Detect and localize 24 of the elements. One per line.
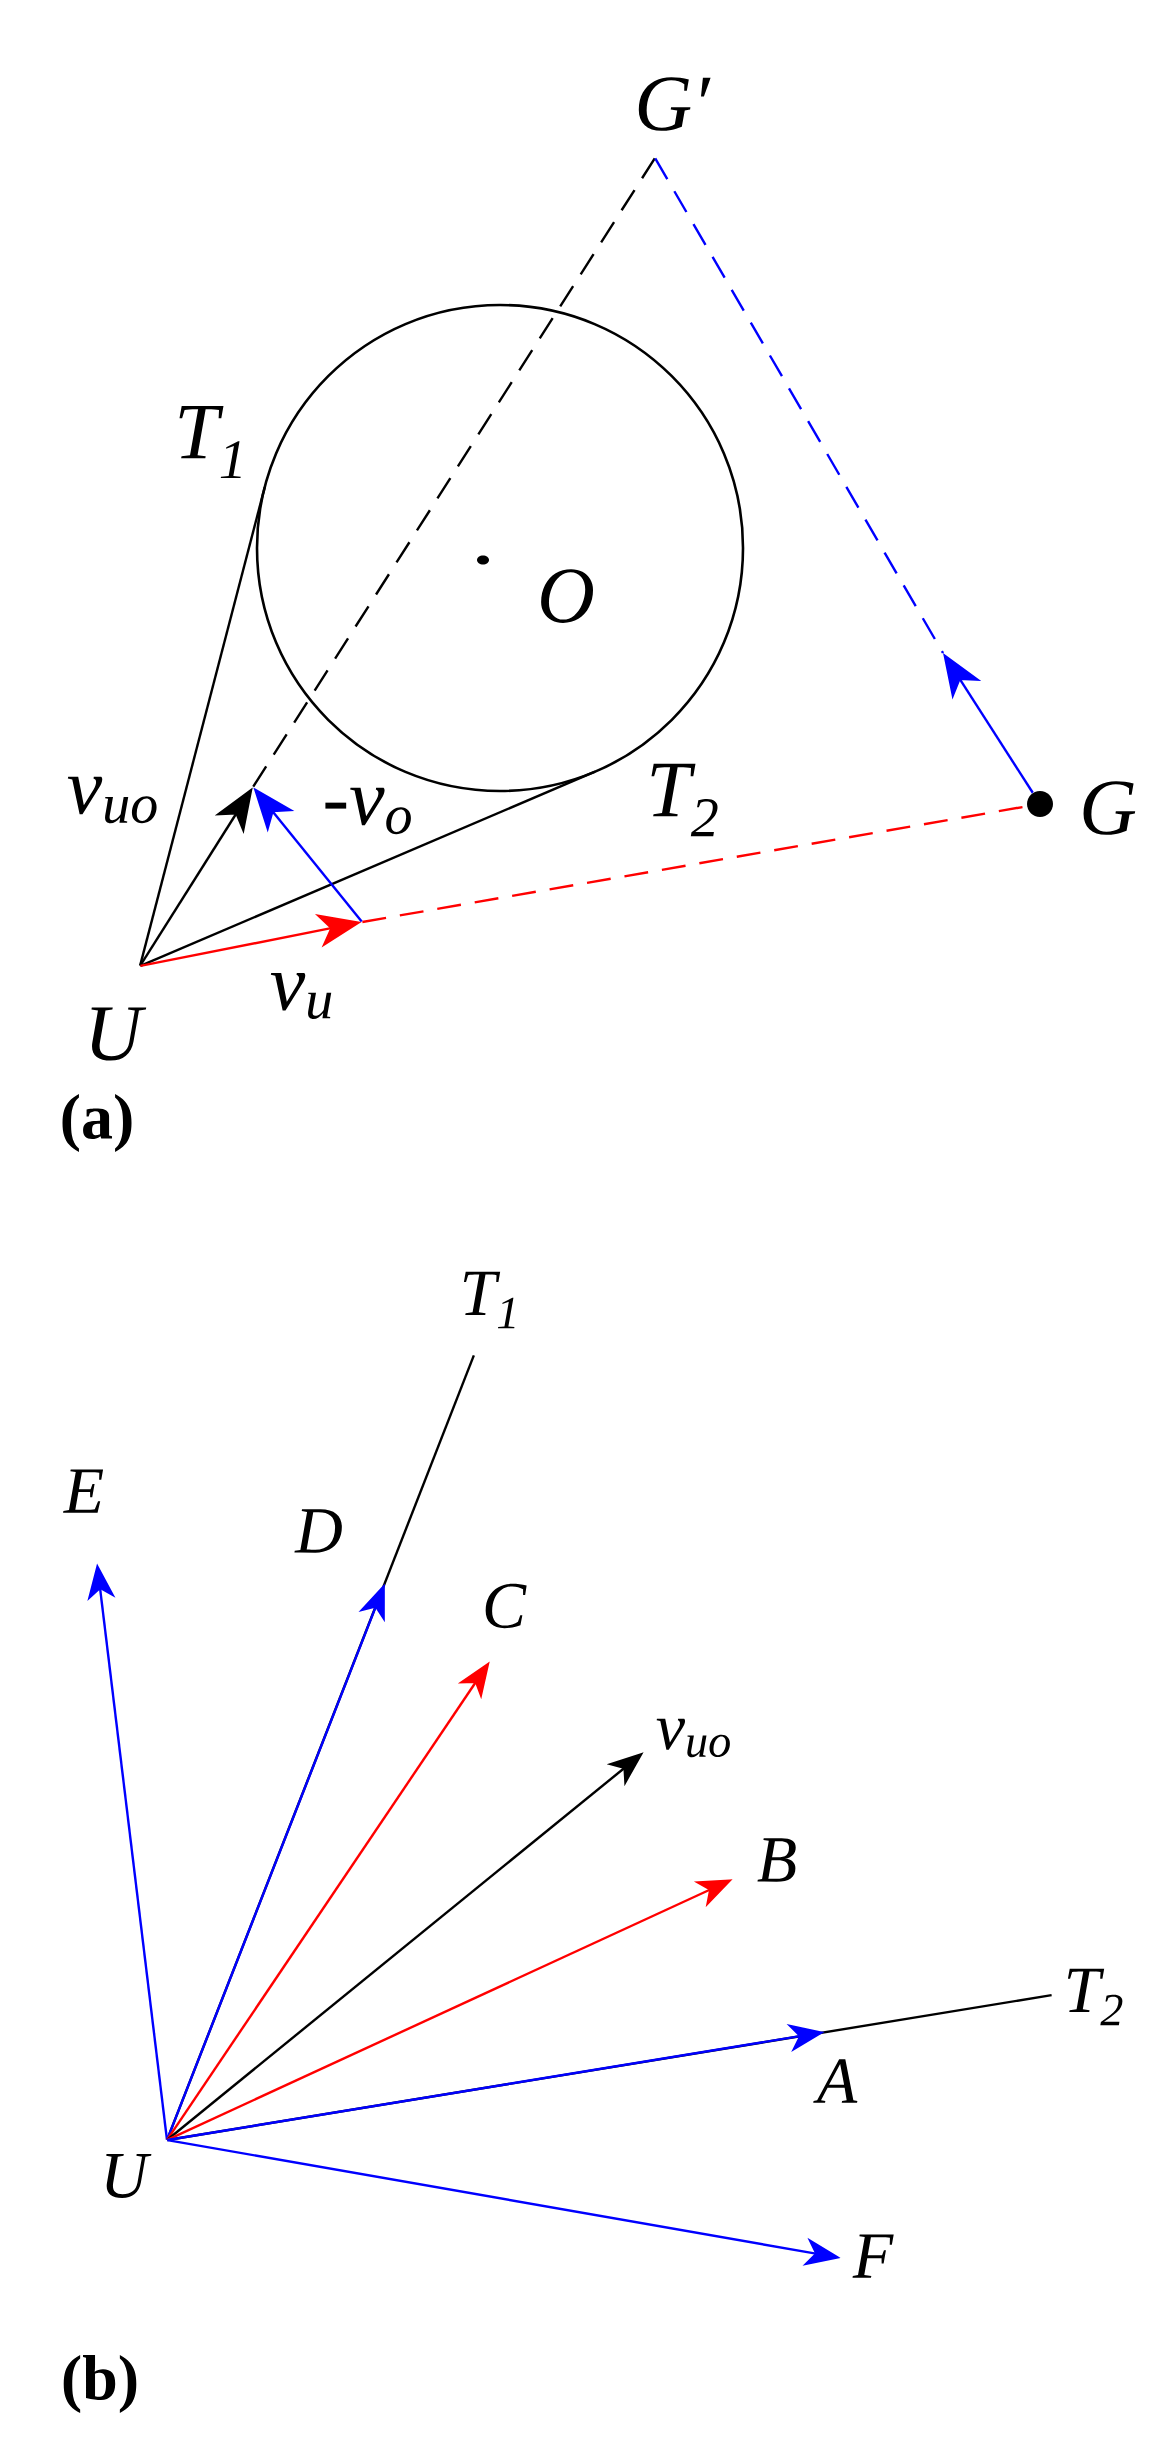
point-label: F	[852, 2234, 894, 2278]
panel-label: (a)	[62, 1094, 132, 1152]
point-label: U	[106, 2154, 152, 2198]
point-label: T$_{1}$	[463, 1271, 515, 1329]
point-label: B	[757, 1838, 796, 1882]
point-label: D	[294, 1509, 342, 1553]
line	[138, 486, 266, 966]
point-label: v$_{u}$	[270, 973, 332, 1019]
point-label: C	[485, 1583, 527, 1629]
edge-label: -v$_{o}$	[320, 785, 416, 837]
node-label: G	[1083, 781, 1136, 835]
node-label: O	[541, 569, 594, 623]
point-label: v$_{uo}$	[656, 1718, 730, 1758]
point-label: T$_{1}$	[179, 405, 241, 479]
panel-label: (b)	[63, 2355, 137, 2414]
point-label: v$_{uo}$	[67, 776, 157, 824]
point-label: T$_{2}$	[1067, 1968, 1123, 2026]
point-label: U	[91, 1007, 147, 1061]
point-label: E	[63, 1469, 104, 1513]
dashed-line	[252, 157, 656, 788]
dashed-line	[654, 157, 945, 654]
point-label: G′	[638, 77, 711, 131]
point-label: A	[813, 2059, 858, 2103]
point-label: T$_{2}$	[651, 763, 718, 837]
